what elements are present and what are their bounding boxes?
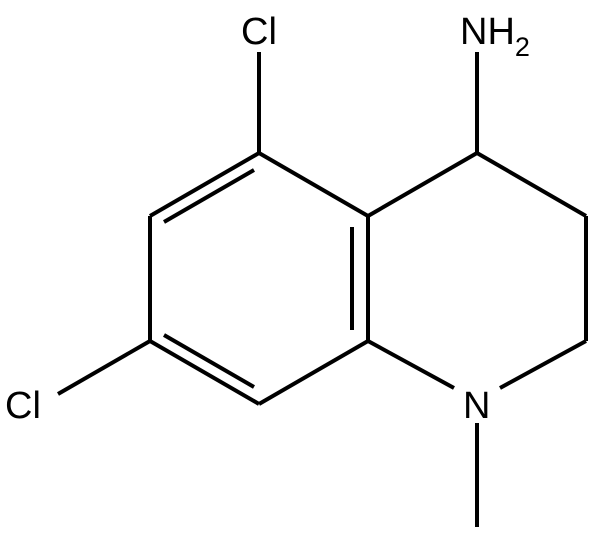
amine-label: NH2	[460, 11, 530, 62]
bond-c4a-c5	[257, 151, 370, 218]
bond-c4-c3	[475, 151, 588, 218]
bond-c2-n1	[499, 339, 587, 390]
chlorine-label-top: Cl	[241, 11, 277, 53]
bond-n1-c8a	[367, 339, 455, 390]
bond-c8-c8a	[257, 339, 370, 406]
ring-nitrogen-label: N	[463, 385, 490, 427]
bond-c7-c8-inner	[162, 333, 256, 389]
bond-c5-c6-inner	[162, 168, 256, 224]
bond-c5-c6	[148, 151, 261, 218]
chlorine-label-left: Cl	[5, 385, 41, 427]
amine-label-main: NH	[460, 11, 515, 53]
bond-c4a-c4	[366, 151, 479, 218]
bond-c7-cl	[57, 339, 151, 396]
bond-c7-c8	[148, 339, 261, 406]
amine-label-subscript: 2	[515, 32, 530, 62]
